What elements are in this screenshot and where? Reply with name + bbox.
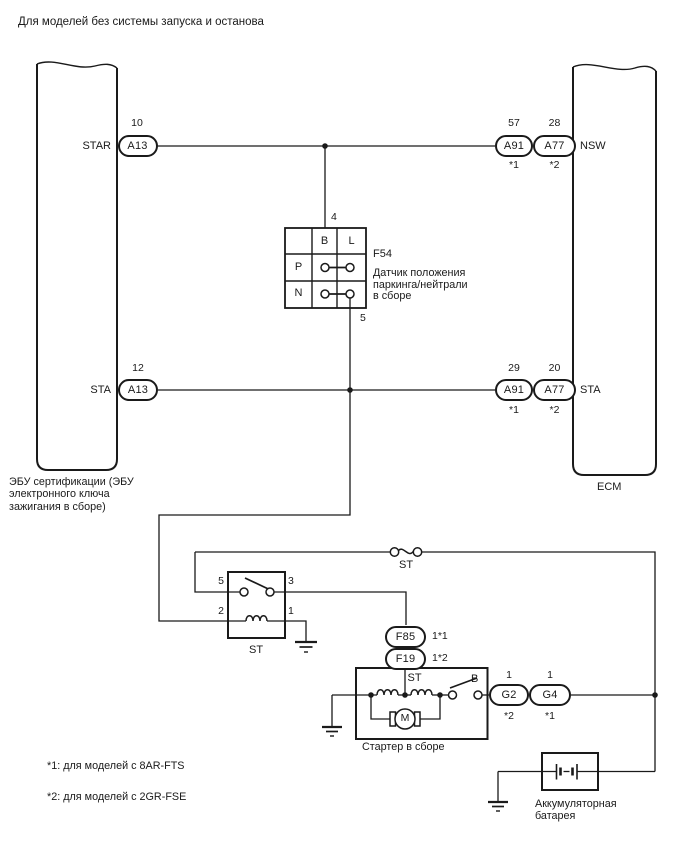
pnp-cell-l: L — [348, 234, 355, 247]
motor-letter: M — [400, 712, 410, 724]
footnote-2: *2: для моделей с 2GR-FSE — [47, 791, 187, 803]
starter-coil2-icon — [410, 689, 433, 696]
motor-icon — [389, 708, 421, 730]
footnote-1: *1: для моделей с 8AR-FTS — [47, 760, 185, 772]
pnp-cell-n: N — [294, 287, 303, 299]
note-ref-nsw-a91: *1 — [509, 159, 519, 171]
ground-icon-battery — [488, 800, 508, 812]
battery-name-line1: Аккумуляторная — [535, 798, 617, 810]
connector-g2: G2 — [489, 684, 529, 706]
fusible-link-icon — [389, 547, 423, 557]
connector-a77-sta: A77 — [533, 379, 576, 401]
note-ref-g2: *2 — [504, 710, 514, 722]
ground-icon-starter — [322, 725, 342, 737]
pin-number-star: 10 — [131, 116, 143, 129]
note-ref-sta-a77: *2 — [549, 403, 560, 416]
starter-box — [355, 667, 489, 740]
starter-coil-icon — [376, 689, 399, 696]
battery-box — [541, 752, 599, 791]
fuse-f19-pin: 1*2 — [432, 651, 448, 664]
pnp-code: F54 — [373, 248, 392, 260]
pin-number-nsw-a77: 28 — [548, 117, 561, 129]
pin-number-g2: 1 — [506, 669, 512, 681]
pnp-desc-line3: в сборе — [373, 290, 412, 303]
battery-name-line2: батарея — [535, 810, 576, 823]
junction-dots — [322, 143, 658, 698]
fuse-f85-pin: 1*1 — [432, 629, 448, 642]
left-ecu-name-line2: электронного ключа — [9, 488, 110, 501]
ground-icon-relay — [295, 640, 317, 653]
wires — [157, 145, 656, 801]
signal-sta-right: STA — [580, 384, 601, 396]
relay-pin-1: 1 — [288, 604, 294, 617]
pnp-desc-line1: Датчик положения — [373, 267, 466, 279]
starter-b-terminal: B — [471, 672, 479, 685]
connector-g4: G4 — [529, 684, 571, 706]
left-ecu-name: ЭБУ сертификации (ЭБУ электронного ключа… — [9, 476, 134, 537]
relay-pin-2: 2 — [218, 604, 224, 617]
st-relay-box — [227, 571, 286, 639]
note-ref-g4: *1 — [545, 710, 555, 722]
relay-pin-5: 5 — [218, 574, 224, 587]
pin-number-sta-a77: 20 — [548, 361, 561, 374]
signal-star: STAR — [82, 139, 111, 152]
relay-coil-icon — [245, 615, 268, 622]
pin-number-sta-a91: 29 — [508, 361, 520, 374]
starter-switch-blade — [449, 677, 478, 689]
fusible-link-name: ST — [399, 558, 414, 571]
connector-a13-star: A13 — [117, 135, 158, 157]
left-ecu-name-line3: зажигания в сборе) — [9, 500, 106, 513]
starter-st-terminal: ST — [407, 672, 422, 684]
signal-nsw: NSW — [580, 139, 606, 152]
pnp-pin-4: 4 — [331, 211, 337, 223]
battery-name: Аккумуляторная батарея — [535, 798, 617, 847]
pin-number-sta-left: 12 — [132, 361, 144, 374]
pnp-cell-p: P — [294, 260, 303, 273]
pin-number-g4: 1 — [547, 669, 553, 681]
connector-a77-nsw: A77 — [533, 135, 576, 157]
ecm-outline — [572, 63, 657, 476]
page-title: Для моделей без системы запуска и остано… — [18, 16, 264, 28]
left-ecu-outline — [36, 61, 118, 471]
note-ref-sta-a91: *1 — [509, 403, 519, 416]
battery-cells-icon — [555, 764, 578, 780]
connector-a13-sta: A13 — [118, 379, 158, 401]
pnp-description: Датчик положения паркинга/нейтрали в сбо… — [373, 267, 468, 328]
pnp-pin-5: 5 — [360, 312, 366, 324]
starter-name: Стартер в сборе — [362, 741, 445, 753]
signal-sta-left: STA — [90, 384, 111, 396]
connector-a91-sta: A91 — [495, 379, 533, 401]
left-ecu-name-line1: ЭБУ сертификации (ЭБУ — [9, 476, 134, 488]
note-ref-nsw-a77: *2 — [549, 159, 560, 171]
pnp-desc-line2: паркинга/нейтрали — [373, 278, 468, 291]
fuse-f85: F85 — [385, 625, 426, 648]
pnp-cell-b: B — [320, 234, 329, 247]
pnp-sensor-box — [284, 227, 367, 309]
ecm-name: ECM — [597, 481, 622, 493]
relay-name: ST — [249, 643, 264, 656]
connector-a91-nsw: A91 — [495, 135, 533, 157]
relay-pin-3: 3 — [288, 574, 294, 587]
fuse-f19: F19 — [385, 647, 426, 670]
pin-number-nsw-a91: 57 — [508, 117, 520, 129]
